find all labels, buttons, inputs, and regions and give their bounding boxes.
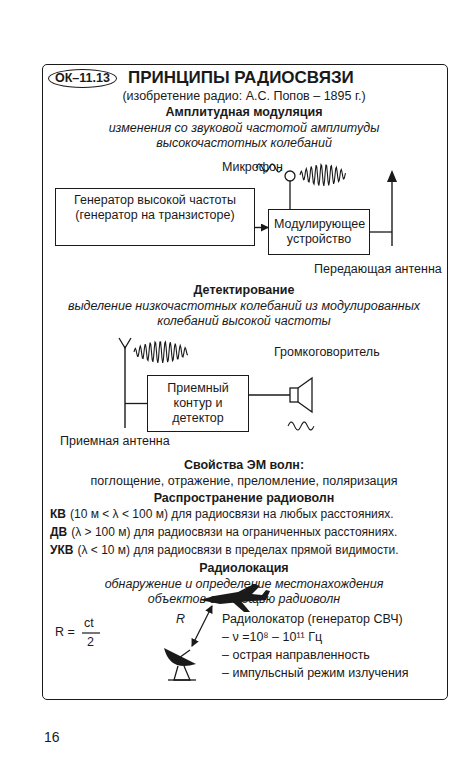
received-wave xyxy=(134,342,188,363)
text-label: (λ < 10 м) для радиосвязи в пределах пря… xyxy=(77,543,398,557)
text-label: 2 xyxy=(87,635,94,650)
box-text: Приемный контур и детектор xyxy=(152,381,244,426)
signal-arrow xyxy=(255,227,268,228)
antenna-tip xyxy=(387,170,397,182)
radar-feed xyxy=(176,650,190,660)
antenna-tip xyxy=(119,338,131,348)
text-label: обнаружение и определение местонахождени… xyxy=(89,577,399,607)
radar-stand xyxy=(174,666,190,680)
box-text: ОК–11.13 xyxy=(55,71,110,86)
modulated-wave xyxy=(300,165,346,186)
text-label: R = xyxy=(55,625,75,640)
speaker-wire xyxy=(249,394,290,395)
text-label: КВ xyxy=(50,507,66,521)
audio-wave xyxy=(288,422,314,430)
box-text: Генератор высокой частоты (генератор на … xyxy=(61,193,249,223)
text-label: R xyxy=(176,612,185,627)
code-oval: ОК–11.13 xyxy=(48,69,117,88)
text-label: 16 xyxy=(44,730,60,745)
text-label: ct xyxy=(84,616,94,631)
microphone-symbol xyxy=(285,171,295,181)
text-label: изменения со звуковой частотой амплитуды… xyxy=(94,121,394,151)
text-label: – импульсный режим излучения xyxy=(222,666,409,681)
fraction-bar xyxy=(82,632,100,633)
text-label: Свойства ЭМ волн: xyxy=(54,458,434,473)
text-row: УКВ (λ < 10 м) для радиосвязи в пределах … xyxy=(50,543,399,558)
text-label: (λ > 100 м) для радиосвязи на ограниченн… xyxy=(71,525,397,539)
text-label: выделение низкочастотных колебаний из мо… xyxy=(64,299,424,329)
text-row: ДВ (λ > 100 м) для радиосвязи на ограниче… xyxy=(50,525,397,540)
page-title: ПРИНЦИПЫ РАДИОСВЯЗИ xyxy=(128,68,354,88)
antenna-mast xyxy=(391,172,392,246)
text-label: (изобретение радио: А.С. Попов – 1895 г.… xyxy=(54,89,434,104)
block-box: Приемный контур и детектор xyxy=(147,375,249,432)
antenna-feed xyxy=(125,403,147,404)
text-label: Громкоговоритель xyxy=(274,345,380,360)
loudspeaker-cone xyxy=(298,378,312,412)
text-label: Микрофон xyxy=(222,160,283,175)
antenna-feed xyxy=(370,231,392,232)
text-label: Приемная антенна xyxy=(60,434,170,449)
text-row: КВ (10 м < λ < 100 м) для радиосвязи на л… xyxy=(50,507,394,522)
loudspeaker-symbol xyxy=(290,388,298,402)
box-text: Модулирующее устройство xyxy=(274,217,364,247)
text-label: Распространение радиоволн xyxy=(54,491,434,506)
text-label: – острая направленность xyxy=(222,648,370,663)
text-label: Детектирование xyxy=(54,283,434,298)
text-label: Амплитудная модуляция xyxy=(54,105,434,120)
antenna-mast xyxy=(124,346,125,428)
text-label: Передающая антенна xyxy=(314,262,442,277)
text-label: УКВ xyxy=(50,543,73,557)
block-box: Модулирующее устройство xyxy=(268,209,370,255)
microphone-wire xyxy=(289,181,290,209)
text-label: Радиолокация xyxy=(54,561,434,576)
radar-dish xyxy=(164,648,196,666)
range-line xyxy=(192,606,212,646)
text-label: Радиолокатор (генератор СВЧ) xyxy=(222,612,403,627)
text-label: поглощение, отражение, преломление, поля… xyxy=(49,474,439,489)
text-label: ДВ xyxy=(50,525,67,539)
block-box: Генератор высокой частоты (генератор на … xyxy=(55,188,255,246)
text-label: (10 м < λ < 100 м) для радиосвязи на люб… xyxy=(70,507,394,521)
text-label: – ν =10⁸ – 10¹¹ Гц xyxy=(222,630,322,645)
radar-base xyxy=(168,679,196,680)
